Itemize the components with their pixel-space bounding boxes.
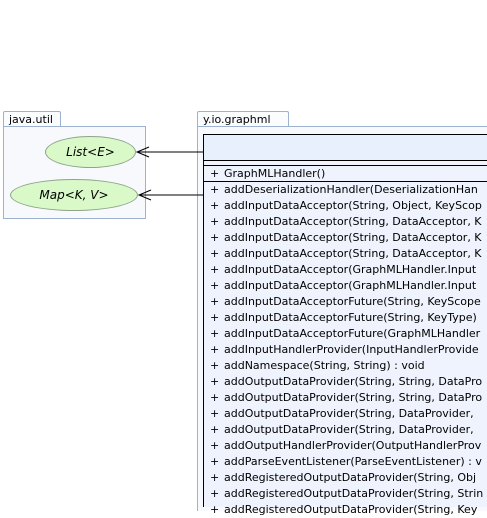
method-signature: addInputDataAcceptor(GraphMLHandler.Inpu… xyxy=(224,279,477,292)
visibility-marker: + xyxy=(210,199,220,212)
visibility-marker: + xyxy=(210,231,220,244)
method-signature: addInputDataAcceptor(String, Object, Key… xyxy=(224,199,482,212)
method-signature: addInputHandlerProvider(InputHandlerProv… xyxy=(224,343,479,356)
method-row[interactable]: + addParseEventListener(ParseEventListene… xyxy=(204,454,487,470)
package-label-java-util: java.util xyxy=(9,113,53,126)
method-row[interactable]: + addRegisteredOutputDataProvider(String,… xyxy=(204,486,487,502)
edge-list-arrowhead xyxy=(135,146,150,158)
class-separator xyxy=(204,165,487,166)
method-row[interactable]: + addNamespace(String, String) : void xyxy=(204,358,487,374)
method-row[interactable]: + addInputDataAcceptor(GraphMLHandler.Inp… xyxy=(204,278,487,294)
visibility-marker: + xyxy=(210,343,220,356)
visibility-marker: + xyxy=(210,295,220,308)
interface-map[interactable]: Map<K, V> xyxy=(10,179,138,211)
method-signature: addInputDataAcceptorFuture(GraphMLHandle… xyxy=(224,327,481,340)
method-signature: addParseEventListener(ParseEventListener… xyxy=(224,455,482,468)
package-tab-y-io-graphml[interactable]: y.io.graphml xyxy=(197,111,289,127)
visibility-marker: + xyxy=(210,279,220,292)
method-signature: addOutputHandlerProvider(OutputHandlerPr… xyxy=(224,439,482,452)
method-row[interactable]: + addOutputHandlerProvider(OutputHandlerP… xyxy=(204,438,487,454)
method-row[interactable]: + addInputDataAcceptorFuture(GraphMLHandl… xyxy=(204,326,487,342)
method-row[interactable]: + addOutputDataProvider(String, DataProvi… xyxy=(204,422,487,438)
method-row[interactable]: + addInputDataAcceptorFuture(String, KeyS… xyxy=(204,294,487,310)
constructor-signature: GraphMLHandler() xyxy=(224,167,326,180)
method-signature: addInputDataAcceptor(GraphMLHandler.Inpu… xyxy=(224,263,477,276)
method-signature: addNamespace(String, String) : void xyxy=(224,359,425,372)
constructor-row[interactable]: + GraphMLHandler() xyxy=(204,166,487,182)
visibility-marker: + xyxy=(210,471,220,484)
method-signature: addOutputDataProvider(String, String, Da… xyxy=(224,375,483,388)
method-row[interactable]: + addInputDataAcceptor(String, DataAccept… xyxy=(204,214,487,230)
visibility-marker: + xyxy=(210,183,220,196)
method-row[interactable]: + addRegisteredOutputDataProvider(String,… xyxy=(204,470,487,486)
package-tab-java-util[interactable]: java.util xyxy=(3,111,61,127)
visibility-marker: + xyxy=(210,375,220,388)
method-signature: addRegisteredOutputDataProvider(String, … xyxy=(224,471,477,484)
visibility-marker: + xyxy=(210,167,220,180)
method-row[interactable]: + addOutputDataProvider(String, String, D… xyxy=(204,374,487,390)
class-graphml-handler[interactable]: + GraphMLHandler() + addDeserializationHan… xyxy=(203,134,487,516)
visibility-marker: + xyxy=(210,215,220,228)
method-row[interactable]: + addInputDataAcceptor(String, DataAccept… xyxy=(204,246,487,262)
visibility-marker: + xyxy=(210,439,220,452)
method-row[interactable]: + addOutputDataProvider(String, DataProvi… xyxy=(204,406,487,422)
visibility-marker: + xyxy=(210,423,220,436)
visibility-marker: + xyxy=(210,391,220,404)
method-row[interactable]: + addInputDataAcceptor(String, Object, Ke… xyxy=(204,198,487,214)
method-signature: addInputDataAcceptor(String, DataAccepto… xyxy=(224,231,482,244)
visibility-marker: + xyxy=(210,247,220,260)
method-row[interactable]: + addInputDataAcceptorFuture(String, KeyT… xyxy=(204,310,487,326)
member-list: + GraphMLHandler() + addDeserializationHan… xyxy=(204,166,487,518)
visibility-marker: + xyxy=(210,263,220,276)
dependency-edges xyxy=(135,146,203,201)
visibility-marker: + xyxy=(210,311,220,324)
interface-list-label: List<E> xyxy=(66,145,115,159)
method-signature: addDeserializationHandler(Deserializatio… xyxy=(224,183,478,196)
interface-map-label: Map<K, V> xyxy=(39,188,109,202)
method-signature: addRegisteredOutputDataProvider(String, … xyxy=(224,487,484,500)
method-signature: addInputDataAcceptor(String, DataAccepto… xyxy=(224,247,482,260)
method-signature: addInputDataAcceptorFuture(String, KeySc… xyxy=(224,295,481,308)
method-signature: addInputDataAcceptor(String, DataAccepto… xyxy=(224,215,482,228)
package-label-y-io-graphml: y.io.graphml xyxy=(203,113,271,126)
method-signature: addOutputDataProvider(String, String, Da… xyxy=(224,391,483,404)
class-header xyxy=(204,135,487,161)
edge-map-arrowhead xyxy=(137,189,152,201)
method-row[interactable]: + addInputDataAcceptor(String, DataAccept… xyxy=(204,230,487,246)
visibility-marker: + xyxy=(210,327,220,340)
visibility-marker: + xyxy=(210,407,220,420)
method-row[interactable]: + addInputDataAcceptor(GraphMLHandler.Inp… xyxy=(204,262,487,278)
method-signature: addInputDataAcceptorFuture(String, KeyTy… xyxy=(224,311,477,324)
visibility-marker: + xyxy=(210,487,220,500)
visibility-marker: + xyxy=(210,455,220,468)
method-row[interactable]: + addOutputDataProvider(String, String, D… xyxy=(204,390,487,406)
visibility-marker: + xyxy=(210,359,220,372)
method-row[interactable]: + addInputHandlerProvider(InputHandlerPro… xyxy=(204,342,487,358)
method-signature: addOutputDataProvider(String, DataProvid… xyxy=(224,423,474,436)
method-signature: addOutputDataProvider(String, DataProvid… xyxy=(224,407,474,420)
method-row[interactable]: + addDeserializationHandler(Deserializati… xyxy=(204,182,487,198)
interface-list[interactable]: List<E> xyxy=(45,136,136,168)
